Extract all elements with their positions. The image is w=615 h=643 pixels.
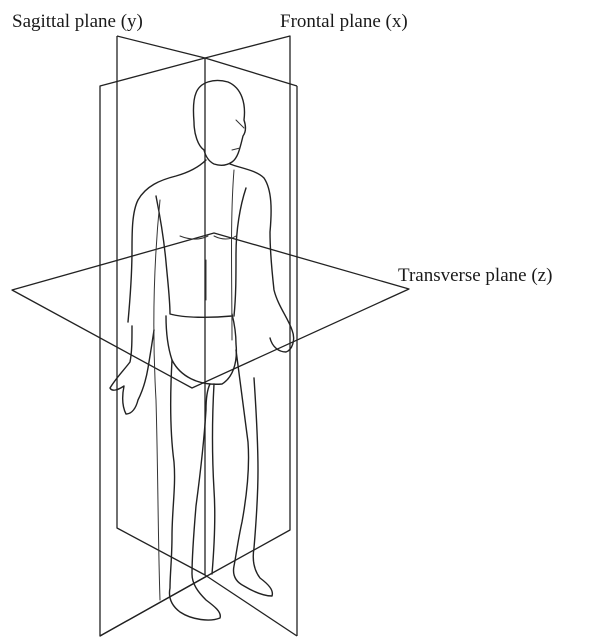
sagittal-plane-top-edge <box>117 36 205 58</box>
sagittal-plane <box>117 36 297 636</box>
transverse-plane-label: Transverse plane (z) <box>398 266 552 285</box>
torso-left <box>156 196 232 317</box>
chest-detail <box>180 236 236 300</box>
sagittal-plane-floor-edge <box>205 575 297 636</box>
face-detail <box>232 120 244 150</box>
transverse-plane <box>12 233 409 388</box>
inner-leg-line <box>212 384 215 574</box>
left-shoulder-arm <box>128 160 206 322</box>
frontal-plane <box>100 36 297 636</box>
frontal-plane-top-right-edge <box>205 58 297 86</box>
frontal-plane-label: Frontal plane (x) <box>280 12 408 31</box>
right-leg <box>233 350 272 596</box>
sagittal-plane-label: Sagittal plane (y) <box>12 12 143 31</box>
head <box>193 80 245 165</box>
hips <box>166 314 236 384</box>
torso-right <box>234 188 246 316</box>
transverse-plane-outline <box>12 233 409 388</box>
frontal-plane-right-edge <box>205 36 290 576</box>
right-shoulder-arm <box>230 164 294 352</box>
frontal-plane-bottom-edge <box>100 576 207 636</box>
left-body-contour <box>154 200 160 600</box>
sagittal-plane-left-edge <box>117 36 205 575</box>
